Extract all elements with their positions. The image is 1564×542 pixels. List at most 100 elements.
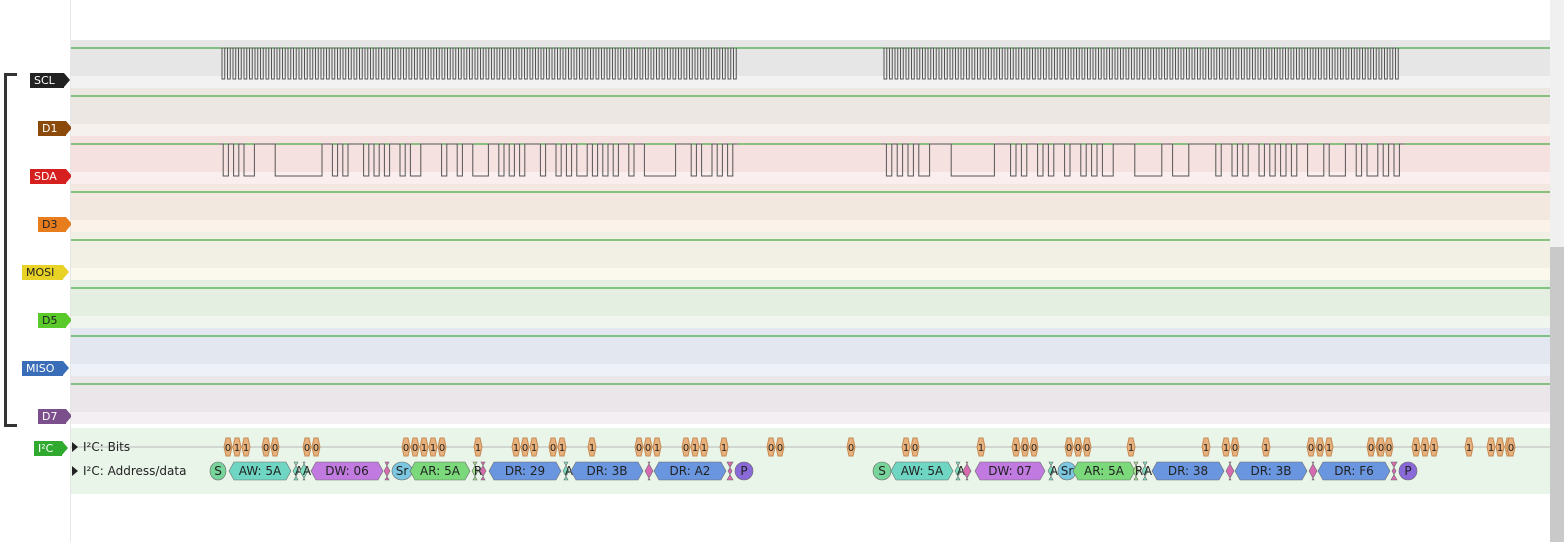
bit-marker [270, 437, 280, 457]
bit-marker [901, 437, 911, 457]
bit-marker [1384, 437, 1394, 457]
packet-label: A [1050, 464, 1059, 478]
bit-value: 0 [1232, 443, 1238, 454]
channel-tag-d5[interactable]: D5 [38, 313, 74, 328]
bit-value: 0 [912, 443, 918, 454]
packet-frame [471, 461, 479, 481]
packet-frame [1047, 461, 1055, 481]
channel-tag-miso[interactable]: MISO [22, 361, 70, 376]
bit-marker [1411, 437, 1421, 457]
analyzer-tag-i2c[interactable]: I²C [34, 441, 69, 456]
packet-label: AW: 5A [901, 464, 944, 478]
packet-marker [734, 461, 754, 481]
bit-marker [1029, 437, 1039, 457]
packet-label: DR: 38 [1168, 464, 1208, 478]
bit-marker [410, 437, 420, 457]
packet-label: DR: 29 [505, 464, 545, 478]
address-data-row-label[interactable]: I²C: Address/data [72, 464, 186, 478]
bit-value: 0 [1308, 443, 1314, 454]
packet-label: R [1135, 464, 1143, 478]
packet-frame [1132, 461, 1140, 481]
bit-value: 0 [313, 443, 319, 454]
bit-marker [511, 437, 521, 457]
bit-marker [587, 437, 597, 457]
packet-label: P [740, 464, 747, 478]
packet-label: DR: 3B [587, 464, 628, 478]
bit-value: 1 [243, 443, 249, 454]
bit-marker [976, 437, 986, 457]
bit-value: 0 [1386, 443, 1392, 454]
packet-frame [292, 461, 300, 481]
channel-tag-d3[interactable]: D3 [38, 217, 74, 232]
bit-value: 0 [439, 443, 445, 454]
scrollbar-thumb[interactable] [1550, 247, 1564, 542]
bit-marker [232, 437, 242, 457]
bit-value: 1 [1013, 443, 1019, 454]
packet-marker [209, 461, 227, 481]
bit-marker [1020, 437, 1030, 457]
sda-burst-2 [881, 143, 1405, 177]
packet-label: A [957, 464, 966, 478]
bit-value: 1 [531, 443, 537, 454]
track-bg [71, 40, 1550, 80]
packet-label: DW: 07 [988, 464, 1032, 478]
bit-marker [311, 437, 321, 457]
channel-tag-scl[interactable]: SCL [30, 73, 70, 88]
bit-marker [1064, 437, 1074, 457]
bit-value: 0 [1378, 443, 1384, 454]
packet-frame [1225, 461, 1235, 481]
packet-frame [653, 461, 727, 481]
channel-tag-mosi[interactable]: MOSI [22, 265, 70, 280]
bit-marker [690, 437, 700, 457]
channel-tag-sda[interactable]: SDA [30, 169, 72, 184]
bit-value: 1 [513, 443, 519, 454]
bit-value: 0 [272, 443, 278, 454]
bits-row-label[interactable]: I²C: Bits [72, 440, 130, 454]
bit-value: 1 [430, 443, 436, 454]
bit-marker [437, 437, 447, 457]
bit-marker [1366, 437, 1376, 457]
bit-marker [1230, 437, 1240, 457]
track-bg-lower [71, 124, 1550, 136]
packet-label: P [1404, 464, 1411, 478]
bit-value: 0 [1084, 443, 1090, 454]
bit-value: 1 [1413, 443, 1419, 454]
bit-marker [652, 437, 662, 457]
bit-value: 0 [403, 443, 409, 454]
bit-marker [261, 437, 271, 457]
packet-frame [726, 461, 734, 481]
packet-label: DR: F6 [1334, 464, 1374, 478]
bit-value: 1 [978, 443, 984, 454]
bit-value: 1 [1263, 443, 1269, 454]
packet-frame [409, 461, 471, 481]
packet-frame [383, 461, 391, 481]
packet-label: S [214, 464, 222, 478]
bit-value: 1 [1326, 443, 1332, 454]
bit-marker [473, 437, 483, 457]
track-bg [71, 328, 1550, 368]
packet-label: AW: 5A [239, 464, 282, 478]
packet-frame [1308, 461, 1318, 481]
channel-tag-d1[interactable]: D1 [38, 121, 74, 136]
bit-marker [1082, 437, 1092, 457]
expand-triangle-icon[interactable] [72, 442, 78, 452]
bit-value: 0 [263, 443, 269, 454]
bit-value: 1 [1223, 443, 1229, 454]
track-bg [71, 136, 1550, 176]
bit-marker [634, 437, 644, 457]
packet-label: AR: 5A [1084, 464, 1125, 478]
packet-frame [1151, 461, 1225, 481]
expand-triangle-icon[interactable] [72, 466, 78, 476]
bit-marker [766, 437, 776, 457]
bit-marker [910, 437, 920, 457]
bit-value: 1 [654, 443, 660, 454]
packet-label: S [878, 464, 886, 478]
scl-burst-1 [220, 47, 737, 80]
bit-marker [1201, 437, 1211, 457]
packet-label: Sr [396, 464, 409, 478]
bit-value: 0 [683, 443, 689, 454]
bit-value: 1 [589, 443, 595, 454]
track-bg [71, 280, 1550, 320]
channel-tag-d7[interactable]: D7 [38, 409, 74, 424]
